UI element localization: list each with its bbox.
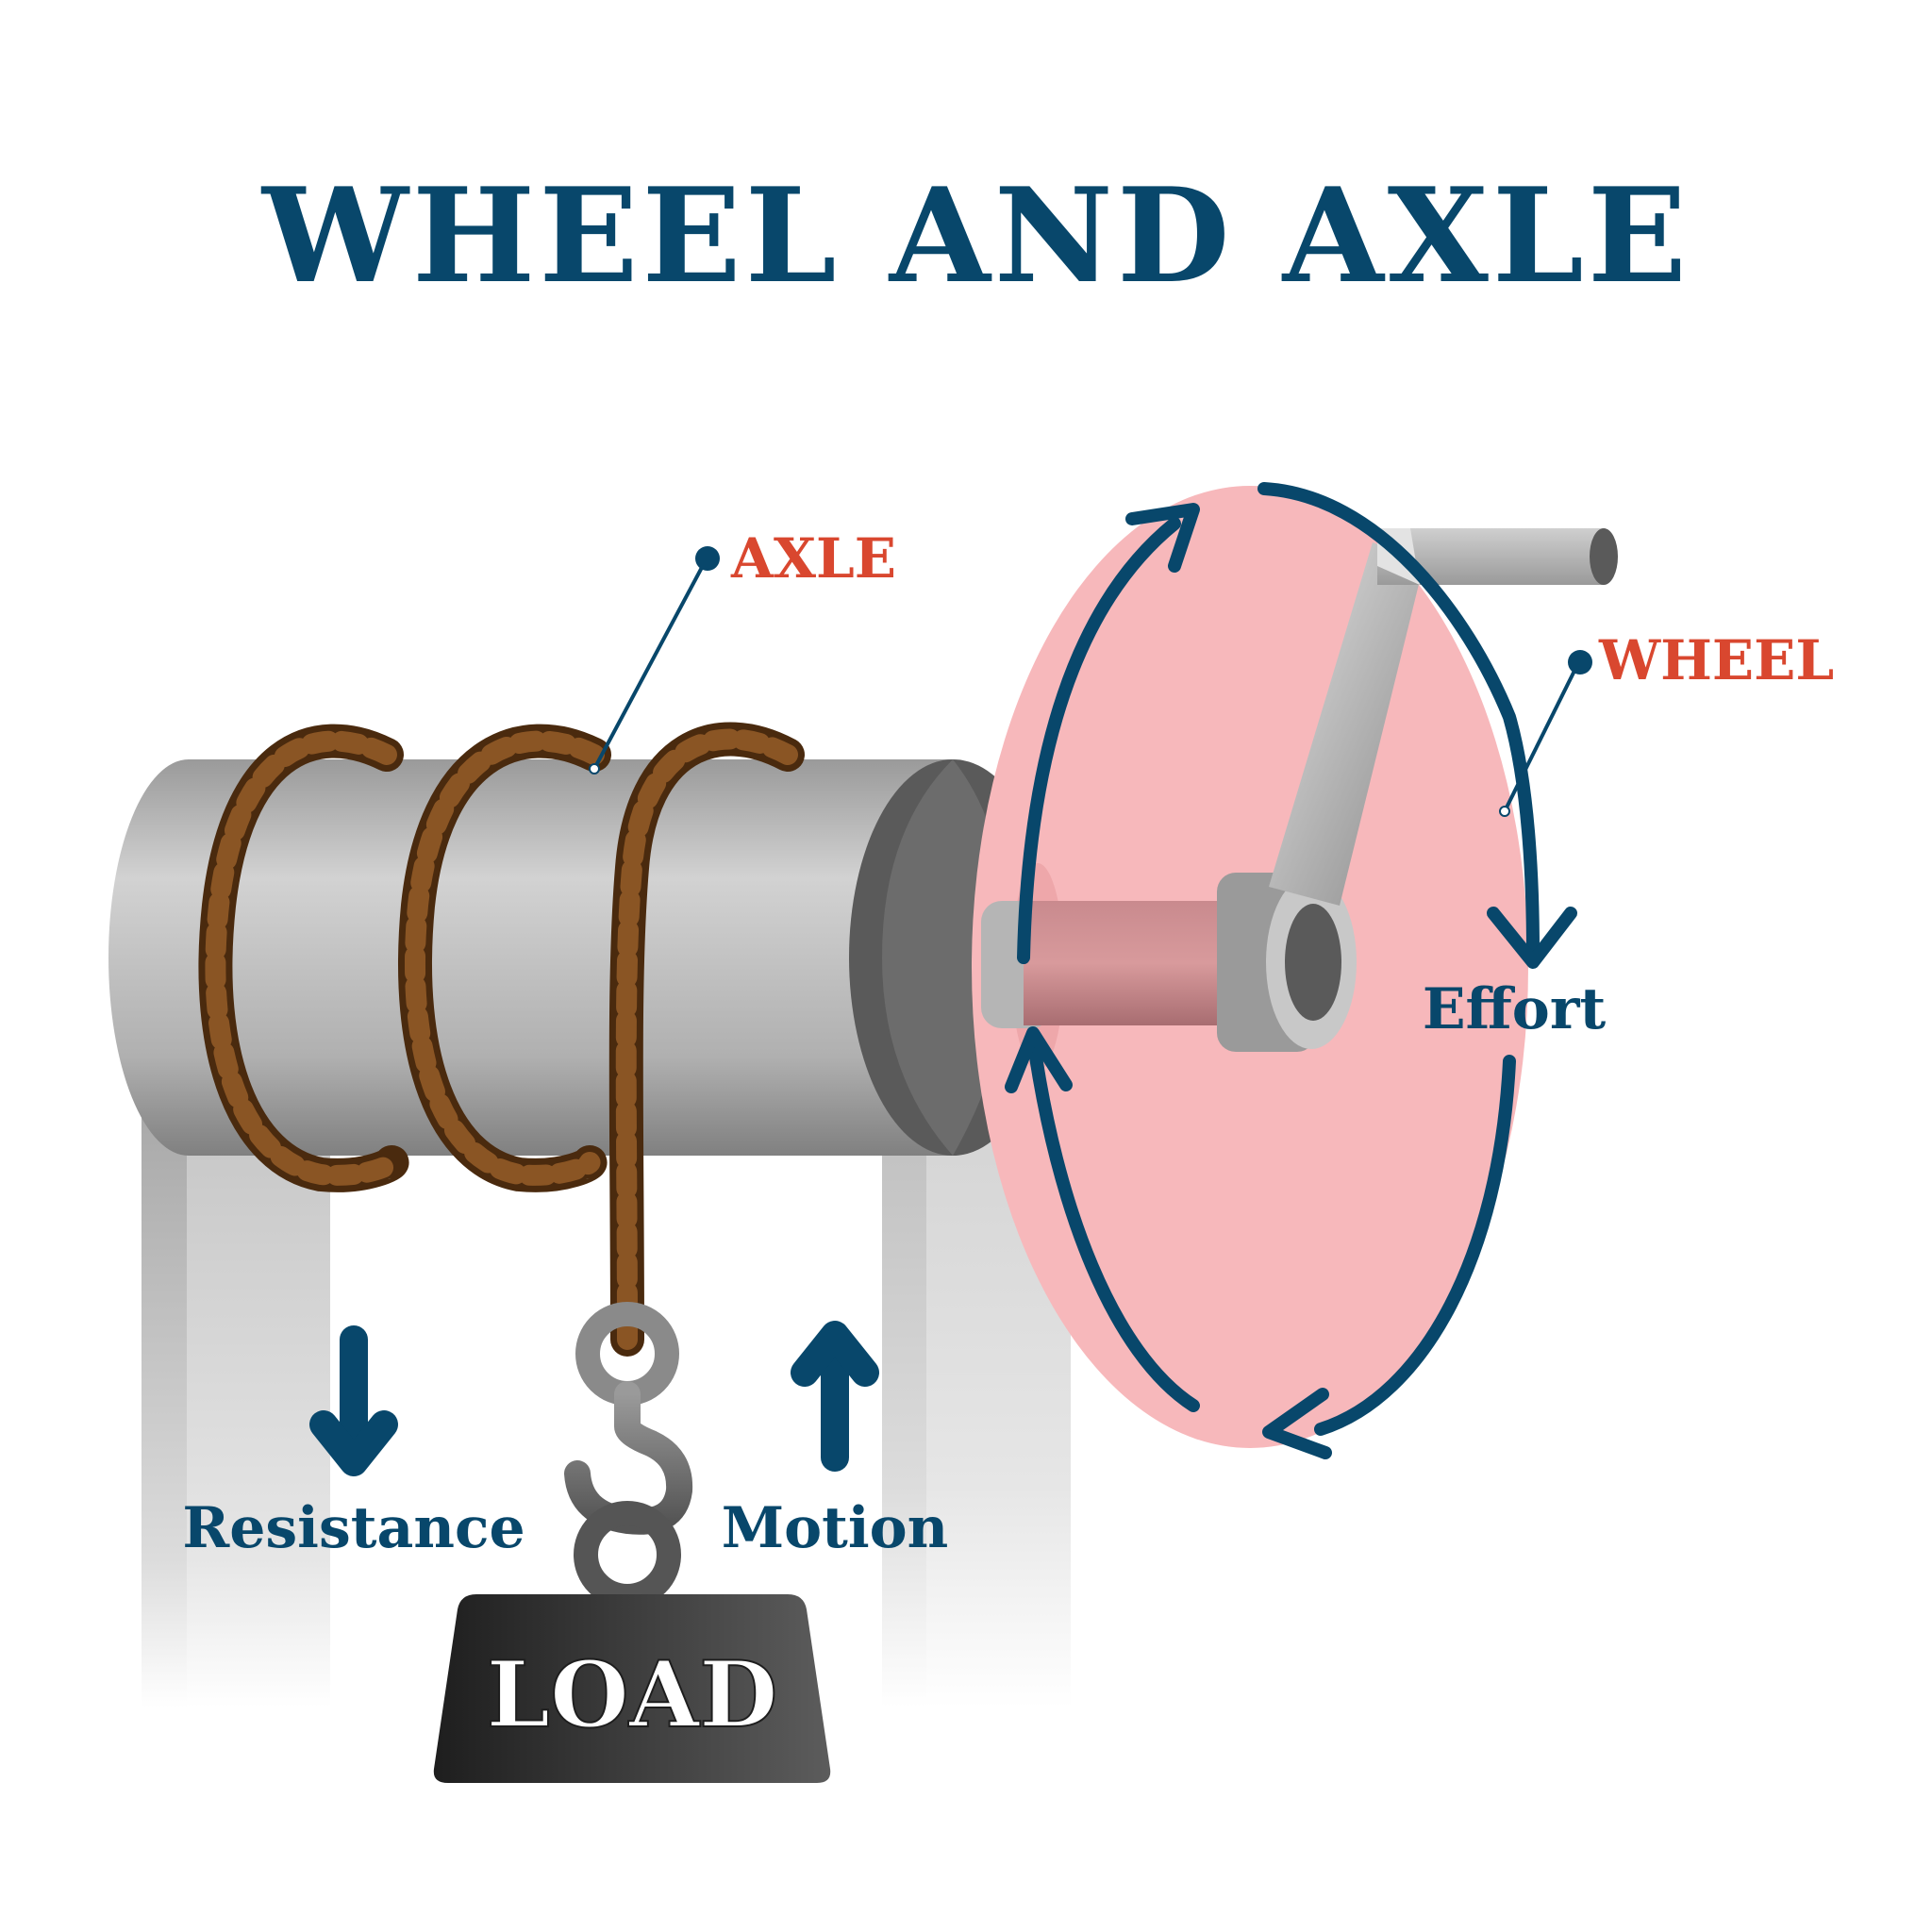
page-title: WHEEL AND AXLE [260,158,1690,312]
effort-label: Effort [1423,976,1607,1042]
motion-indicator: Motion [722,1321,949,1561]
rope-coil-3 [608,722,805,1357]
rotation-arrows [1005,482,1577,1459]
crank-arm [1269,542,1424,906]
left-support-leg-side [142,1113,187,1707]
rotation-arrow-head-2 [1487,907,1577,969]
load-weight: LOAD [433,1594,831,1783]
shaft [1024,901,1217,1025]
wheel-callout-line [1503,664,1579,812]
crank-grip-end [1590,528,1618,585]
motion-label: Motion [722,1495,949,1561]
resistance-indicator: Resistance [182,1325,525,1561]
rotation-arrow-head-4 [1005,1026,1073,1093]
rope-coil-2 [398,724,611,1192]
axle-callout-pin [589,763,600,774]
rotation-arrow-head-1 [1125,503,1200,573]
axle-body [189,759,953,1156]
rotation-arrow-icon [1026,1031,1200,1412]
resistance-label: Resistance [182,1495,525,1561]
rope [198,722,805,1357]
rotation-arrow-icon [1257,482,1540,959]
wheel-callout-pin [1499,806,1510,817]
axle-label: AXLE [730,526,896,591]
wheel-callout: WHEEL [1499,628,1834,817]
axle-callout: AXLE [589,526,896,774]
axle-callout-line [592,559,708,770]
motion-arrow-up-icon [791,1321,879,1472]
rotation-arrow-icon [1314,1055,1516,1436]
resistance-arrow-down-icon [309,1325,398,1476]
wheel-callout-dot [1568,650,1592,675]
rotation-arrow-icon [1017,517,1181,964]
rope-coil-1 [198,724,409,1192]
wheel-hub [981,873,1357,1052]
axle-callout-dot [695,546,720,571]
hub-hole [1285,904,1341,1021]
rotation-arrow-head-3 [1262,1388,1332,1459]
wheel-label: WHEEL [1598,628,1834,692]
load-label: LOAD [487,1641,778,1748]
